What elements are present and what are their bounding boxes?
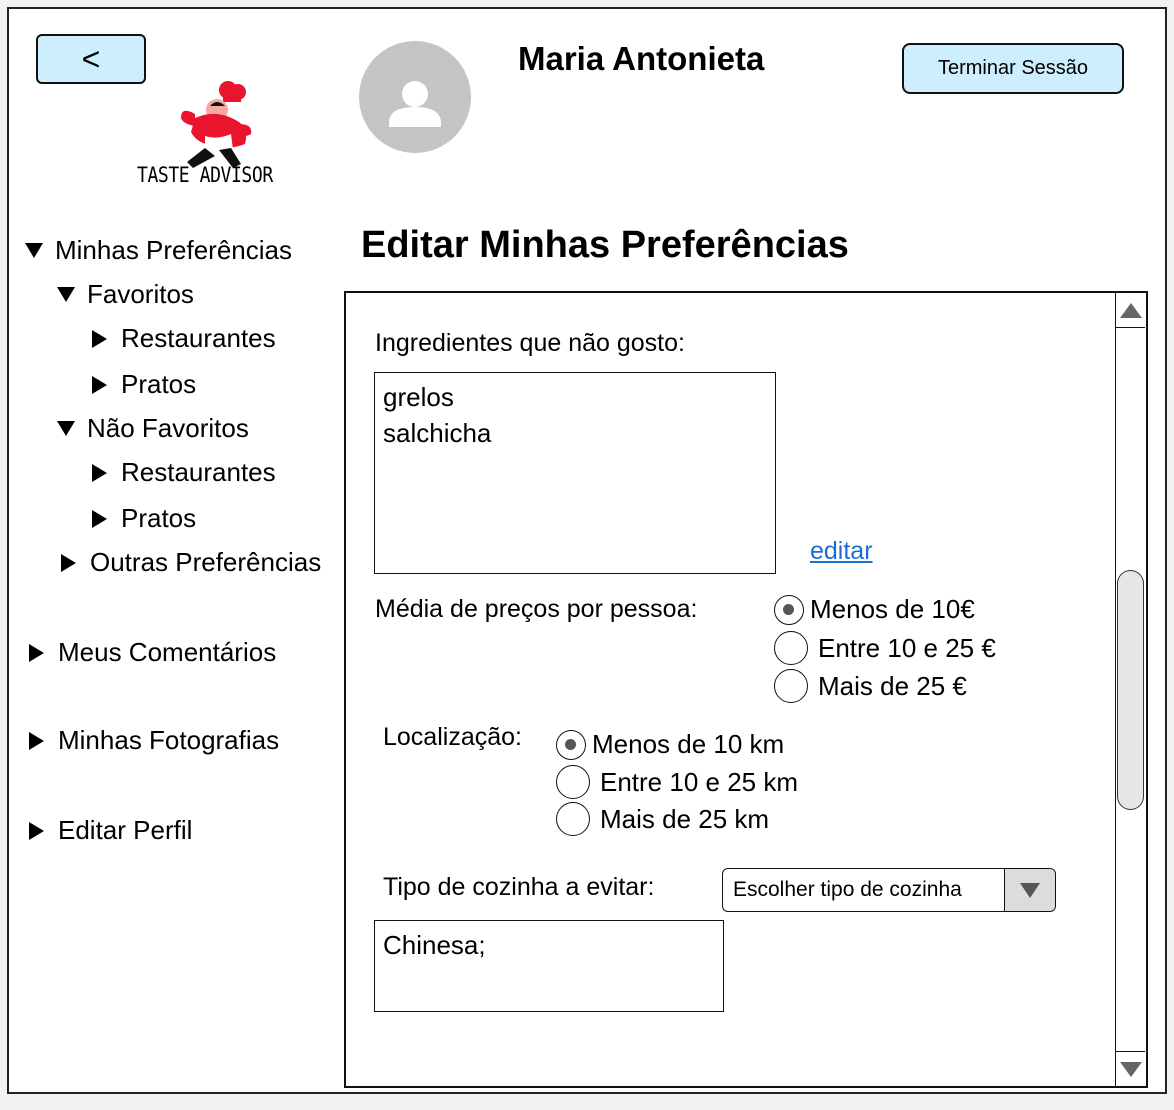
logout-button[interactable]: Terminar Sessão: [902, 43, 1124, 94]
nav-my-photos[interactable]: Minhas Fotografias: [29, 725, 279, 756]
scroll-down-icon: [1119, 1061, 1142, 1077]
collapsed-arrow-icon: [92, 463, 107, 482]
logo-text: TASTE ADVISOR: [137, 163, 273, 187]
disliked-item: grelos: [383, 382, 454, 412]
user-name: Maria Antonieta: [518, 40, 765, 77]
location-label: Localização:: [383, 723, 522, 751]
radio-unselected[interactable]: [774, 669, 808, 703]
radio-selected[interactable]: [556, 729, 586, 760]
edit-ingredients-link[interactable]: editar: [810, 537, 873, 565]
vertical-scrollbar[interactable]: [1115, 293, 1146, 1086]
disliked-ingredients-label: Ingredientes que não gosto:: [375, 329, 685, 357]
nav-my-comments[interactable]: Meus Comentários: [29, 637, 276, 668]
radio-selected[interactable]: [774, 594, 804, 625]
nav-fav-restaurants[interactable]: Restaurantes: [92, 323, 276, 354]
scroll-up-icon: [1119, 302, 1142, 318]
price-option-label: Mais de 25 €: [818, 670, 967, 701]
disliked-ingredients-textarea[interactable]: grelos salchicha: [374, 372, 776, 574]
collapsed-arrow-icon: [29, 731, 44, 750]
nav-my-preferences[interactable]: Minhas Preferências: [25, 235, 292, 266]
location-option-label: Mais de 25 km: [600, 803, 770, 834]
user-avatar-icon: [389, 81, 441, 127]
collapsed-arrow-icon: [92, 509, 107, 528]
collapsed-arrow-icon: [92, 329, 107, 348]
price-option-label: Entre 10 e 25 €: [818, 632, 996, 663]
expanded-arrow-icon: [57, 421, 75, 436]
price-option-over-25[interactable]: Mais de 25 €: [774, 669, 967, 703]
nav-my-photos-label: Minhas Fotografias: [58, 725, 280, 755]
nav-notfav-dishes-label: Pratos: [121, 503, 197, 533]
nav-favorites[interactable]: Favoritos: [57, 279, 194, 310]
expanded-arrow-icon: [57, 287, 75, 302]
nav-fav-dishes-label: Pratos: [121, 369, 197, 399]
nav-other-preferences[interactable]: Outras Preferências: [61, 547, 321, 578]
dropdown-button[interactable]: [1004, 869, 1055, 911]
nav-favorites-label: Favoritos: [87, 279, 194, 309]
scroll-thumb[interactable]: [1117, 570, 1144, 810]
nav-notfav-restaurants-label: Restaurantes: [121, 457, 276, 487]
location-option-10-25[interactable]: Entre 10 e 25 km: [556, 765, 798, 799]
collapsed-arrow-icon: [92, 375, 107, 394]
collapsed-arrow-icon: [29, 821, 44, 840]
disliked-item: salchicha: [383, 418, 492, 448]
scroll-down-button[interactable]: [1116, 1051, 1145, 1086]
price-option-under-10[interactable]: Menos de 10€: [774, 594, 975, 625]
user-avatar[interactable]: [359, 41, 471, 153]
nav-edit-profile-label: Editar Perfil: [58, 815, 193, 845]
price-option-10-25[interactable]: Entre 10 e 25 €: [774, 631, 996, 665]
scroll-up-button[interactable]: [1116, 293, 1145, 328]
cuisine-select[interactable]: Escolher tipo de cozinha: [722, 868, 1056, 912]
chef-logo: [181, 81, 252, 168]
nav-fav-dishes[interactable]: Pratos: [92, 369, 196, 400]
price-label: Média de preços por pessoa:: [375, 595, 698, 623]
nav-notfav-restaurants[interactable]: Restaurantes: [92, 457, 276, 488]
cuisine-label: Tipo de cozinha a evitar:: [383, 873, 655, 901]
page-title: Editar Minhas Preferências: [361, 224, 849, 266]
back-button[interactable]: <: [36, 34, 146, 84]
location-option-label: Entre 10 e 25 km: [600, 766, 798, 797]
radio-unselected[interactable]: [774, 631, 808, 665]
avoided-cuisine-value: Chinesa;: [383, 930, 486, 960]
nav-my-preferences-label: Minhas Preferências: [55, 235, 292, 265]
nav-edit-profile[interactable]: Editar Perfil: [29, 815, 192, 846]
nav-not-favorites[interactable]: Não Favoritos: [57, 413, 249, 444]
avoided-cuisines-textarea[interactable]: Chinesa;: [374, 920, 724, 1012]
cuisine-select-value: Escolher tipo de cozinha: [733, 878, 962, 901]
price-option-label: Menos de 10€: [810, 594, 975, 624]
radio-unselected[interactable]: [556, 802, 590, 836]
collapsed-arrow-icon: [29, 643, 44, 662]
expanded-arrow-icon: [25, 243, 43, 258]
nav-not-favorites-label: Não Favoritos: [87, 413, 249, 443]
radio-unselected[interactable]: [556, 765, 590, 799]
nav-other-preferences-label: Outras Preferências: [90, 547, 322, 577]
collapsed-arrow-icon: [61, 553, 76, 572]
location-option-under-10[interactable]: Menos de 10 km: [556, 729, 784, 760]
location-option-over-25[interactable]: Mais de 25 km: [556, 802, 769, 836]
nav-my-comments-label: Meus Comentários: [58, 637, 277, 667]
location-option-label: Menos de 10 km: [592, 729, 785, 759]
nav-notfav-dishes[interactable]: Pratos: [92, 503, 196, 534]
nav-fav-restaurants-label: Restaurantes: [121, 323, 276, 353]
dropdown-arrow-icon: [1020, 882, 1040, 898]
